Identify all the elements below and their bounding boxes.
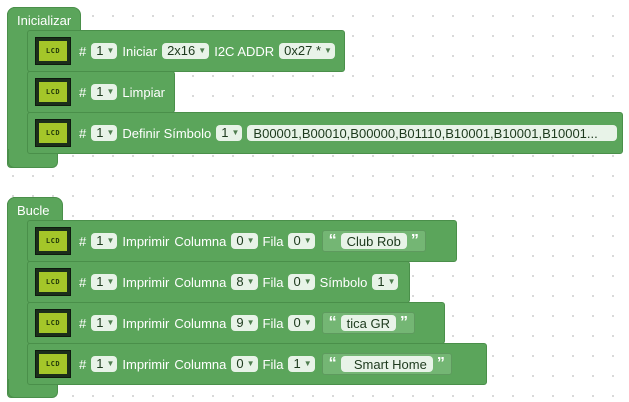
text-string-field[interactable]: Smart Home	[340, 356, 433, 372]
chevron-down-icon: ▼	[106, 318, 115, 327]
text-string-field[interactable]: tica GR	[340, 315, 396, 331]
clear-action-label: Limpiar	[122, 84, 166, 100]
print-action-label: Imprimir	[122, 233, 170, 249]
lcd-number-dropdown[interactable]: 1▼	[91, 233, 118, 249]
hash-label: #	[79, 274, 87, 290]
chevron-down-icon: ▼	[231, 128, 240, 137]
chevron-down-icon: ▼	[303, 236, 312, 245]
hash-label: #	[79, 356, 87, 372]
chevron-down-icon: ▼	[246, 277, 255, 286]
hash-label: #	[79, 233, 87, 249]
lcd-clear-block[interactable]: LCD # 1▼ Limpiar	[27, 71, 175, 113]
init-action-label: Iniciar	[122, 43, 158, 59]
column-dropdown[interactable]: 9▼	[231, 315, 258, 331]
column-label: Columna	[174, 274, 227, 290]
chevron-down-icon: ▼	[303, 318, 312, 327]
lcd-print-block[interactable]: LCD # 1▼ Imprimir Columna 0▼ Fila 1▼ “ S…	[27, 343, 487, 385]
lcd-icon: LCD	[35, 268, 71, 296]
chevron-down-icon: ▼	[324, 46, 332, 55]
init-group-header[interactable]: Inicializar	[7, 7, 81, 32]
print-action-label: Imprimir	[122, 315, 170, 331]
init-group-label: Inicializar	[17, 13, 72, 28]
lcd-number-dropdown[interactable]: 1▼	[91, 43, 118, 59]
lcd-icon: LCD	[35, 119, 71, 147]
column-dropdown[interactable]: 8▼	[231, 274, 258, 290]
chevron-down-icon: ▼	[106, 277, 115, 286]
print-action-label: Imprimir	[122, 274, 170, 290]
lcd-number-dropdown[interactable]: 1▼	[91, 356, 118, 372]
chevron-down-icon: ▼	[198, 46, 207, 55]
hash-label: #	[79, 125, 87, 141]
chevron-down-icon: ▼	[303, 359, 312, 368]
close-quote-icon: ”	[436, 355, 445, 372]
row-dropdown[interactable]: 0▼	[288, 315, 315, 331]
symbol-pattern-field[interactable]: B00001,B00010,B00000,B01110,B10001,B1000…	[247, 125, 618, 141]
row-dropdown[interactable]: 0▼	[288, 233, 315, 249]
hash-label: #	[79, 43, 87, 59]
column-dropdown[interactable]: 0▼	[231, 356, 258, 372]
text-string-block[interactable]: “ tica GR ”	[321, 312, 415, 334]
chevron-down-icon: ▼	[303, 277, 312, 286]
open-quote-icon: “	[328, 355, 337, 372]
chevron-down-icon: ▼	[246, 318, 255, 327]
chevron-down-icon: ▼	[106, 46, 115, 55]
symbol-label: Símbolo	[319, 274, 368, 290]
hash-label: #	[79, 84, 87, 100]
symbol-number-dropdown[interactable]: 1▼	[372, 274, 399, 290]
hash-label: #	[79, 315, 87, 331]
i2c-addr-dropdown[interactable]: 0x27 *▼	[279, 43, 335, 59]
text-string-block[interactable]: “ Club Rob ”	[321, 230, 426, 252]
column-label: Columna	[174, 315, 227, 331]
lcd-init-block[interactable]: LCD # 1▼ Iniciar 2x16▼ I2C ADDR 0x27 *▼	[27, 30, 345, 72]
lcd-print-symbol-block[interactable]: LCD # 1▼ Imprimir Columna 8▼ Fila 0▼ Sím…	[27, 261, 410, 303]
close-quote-icon: ”	[410, 232, 419, 249]
chevron-down-icon: ▼	[246, 359, 255, 368]
i2c-addr-label: I2C ADDR	[214, 43, 275, 59]
column-label: Columna	[174, 356, 227, 372]
row-label: Fila	[262, 356, 284, 372]
loop-group-header[interactable]: Bucle	[7, 197, 63, 222]
lcd-icon: LCD	[35, 309, 71, 337]
lcd-define-symbol-block[interactable]: LCD # 1▼ Definir Símbolo 1▼ B00001,B0001…	[27, 112, 623, 154]
lcd-print-block[interactable]: LCD # 1▼ Imprimir Columna 9▼ Fila 0▼ “ t…	[27, 302, 445, 344]
column-label: Columna	[174, 233, 227, 249]
row-label: Fila	[262, 233, 284, 249]
chevron-down-icon: ▼	[106, 128, 115, 137]
lcd-print-block[interactable]: LCD # 1▼ Imprimir Columna 0▼ Fila 0▼ “ C…	[27, 220, 457, 262]
lcd-number-dropdown[interactable]: 1▼	[91, 315, 118, 331]
close-quote-icon: ”	[399, 314, 408, 331]
print-action-label: Imprimir	[122, 356, 170, 372]
lcd-number-dropdown[interactable]: 1▼	[91, 125, 118, 141]
lcd-number-dropdown[interactable]: 1▼	[91, 274, 118, 290]
row-dropdown[interactable]: 0▼	[288, 274, 315, 290]
text-string-block[interactable]: “ Smart Home ”	[321, 353, 452, 375]
chevron-down-icon: ▼	[106, 236, 115, 245]
open-quote-icon: “	[328, 232, 337, 249]
row-dropdown[interactable]: 1▼	[288, 356, 315, 372]
chevron-down-icon: ▼	[246, 236, 255, 245]
size-dropdown[interactable]: 2x16▼	[162, 43, 210, 59]
text-string-field[interactable]: Club Rob	[340, 233, 407, 249]
row-label: Fila	[262, 315, 284, 331]
lcd-icon: LCD	[35, 37, 71, 65]
chevron-down-icon: ▼	[106, 359, 115, 368]
row-label: Fila	[262, 274, 284, 290]
chevron-down-icon: ▼	[106, 87, 115, 96]
chevron-down-icon: ▼	[387, 277, 396, 286]
symbol-number-dropdown[interactable]: 1▼	[216, 125, 243, 141]
open-quote-icon: “	[328, 314, 337, 331]
lcd-icon: LCD	[35, 227, 71, 255]
lcd-icon: LCD	[35, 350, 71, 378]
lcd-number-dropdown[interactable]: 1▼	[91, 84, 118, 100]
lcd-icon: LCD	[35, 78, 71, 106]
loop-group-label: Bucle	[17, 203, 50, 218]
column-dropdown[interactable]: 0▼	[231, 233, 258, 249]
define-symbol-label: Definir Símbolo	[122, 125, 212, 141]
